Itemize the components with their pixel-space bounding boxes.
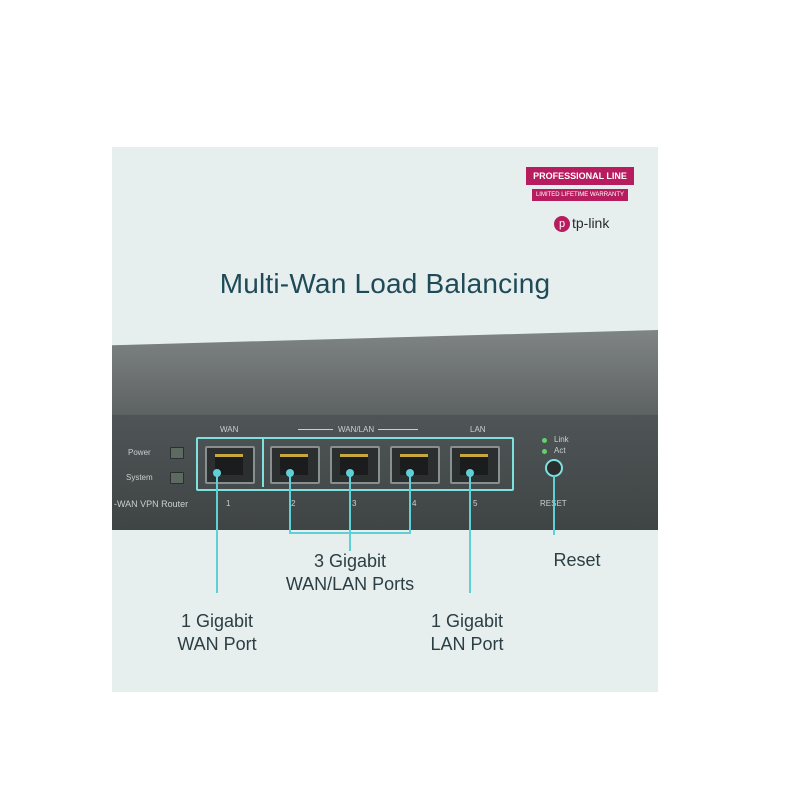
- wanlan-bracket-left: [298, 429, 333, 430]
- power-label: Power: [128, 448, 151, 457]
- ethernet-port-4[interactable]: [390, 446, 440, 484]
- link-label: Link: [554, 435, 569, 444]
- port2-callout-line: [289, 473, 291, 533]
- wan-label: WAN: [220, 425, 239, 434]
- wan-callout-line1: 1 Gigabit: [180, 611, 254, 631]
- reset-callout-line: [553, 475, 555, 535]
- router-top-surface: [112, 330, 658, 415]
- tp-link-logo-icon: p: [554, 216, 570, 233]
- ethernet-port-2[interactable]: [270, 446, 320, 484]
- wanlan-callout-line1: 3 Gigabit: [313, 551, 387, 571]
- model-label: -WAN VPN Router: [114, 499, 189, 509]
- port4-callout-line: [409, 473, 411, 533]
- wan-callout-line: [216, 473, 218, 593]
- product-image-panel: PROFESSIONAL LINE LIMITED LIFETIME WARRA…: [112, 147, 658, 692]
- port-number-2: 2: [291, 499, 296, 508]
- wan-callout-line2: WAN Port: [177, 634, 257, 655]
- badge-title: PROFESSIONAL LINE: [526, 167, 634, 185]
- port-number-5: 5: [473, 499, 478, 508]
- power-led: [170, 447, 184, 459]
- port-number-3: 3: [352, 499, 357, 508]
- badge-subtitle: LIMITED LIFETIME WARRANTY: [532, 189, 628, 201]
- wanlan-callout-line2: WAN/LAN Ports: [285, 574, 415, 595]
- port-highlight-frame: [196, 437, 514, 491]
- act-label: Act: [554, 446, 566, 455]
- act-led: [542, 449, 547, 454]
- port-number-1: 1: [226, 499, 231, 508]
- professional-line-badge: PROFESSIONAL LINE LIMITED LIFETIME WARRA…: [526, 167, 634, 245]
- ethernet-port-5[interactable]: [450, 446, 500, 484]
- port-frame-divider: [262, 437, 264, 487]
- port-number-4: 4: [412, 499, 417, 508]
- lan-callout-line: [469, 473, 471, 593]
- link-led: [542, 438, 547, 443]
- wanlan-callout-bar: [289, 532, 411, 534]
- wanlan-label: WAN/LAN: [338, 425, 375, 434]
- wanlan-bracket-right: [378, 429, 418, 430]
- wan-callout-text: 1 Gigabit WAN Port: [152, 610, 282, 657]
- system-led: [170, 472, 184, 484]
- wanlan-callout-text: 3 Gigabit WAN/LAN Ports: [250, 550, 450, 597]
- port3-callout-line: [349, 473, 351, 551]
- lan-label: LAN: [470, 425, 486, 434]
- lan-callout-text: 1 Gigabit LAN Port: [402, 610, 532, 657]
- lan-callout-line2: LAN Port: [430, 634, 504, 655]
- router-front-panel: Power System -WAN VPN Router WAN WAN/LAN…: [112, 415, 658, 530]
- lan-callout-line1: 1 Gigabit: [430, 611, 504, 631]
- ethernet-port-1[interactable]: [205, 446, 255, 484]
- headline: Multi-Wan Load Balancing: [219, 268, 551, 299]
- reset-callout-text: Reset: [553, 550, 601, 570]
- tp-link-logo-text: tp-link: [572, 215, 610, 231]
- ethernet-port-3[interactable]: [330, 446, 380, 484]
- system-label: System: [126, 473, 153, 482]
